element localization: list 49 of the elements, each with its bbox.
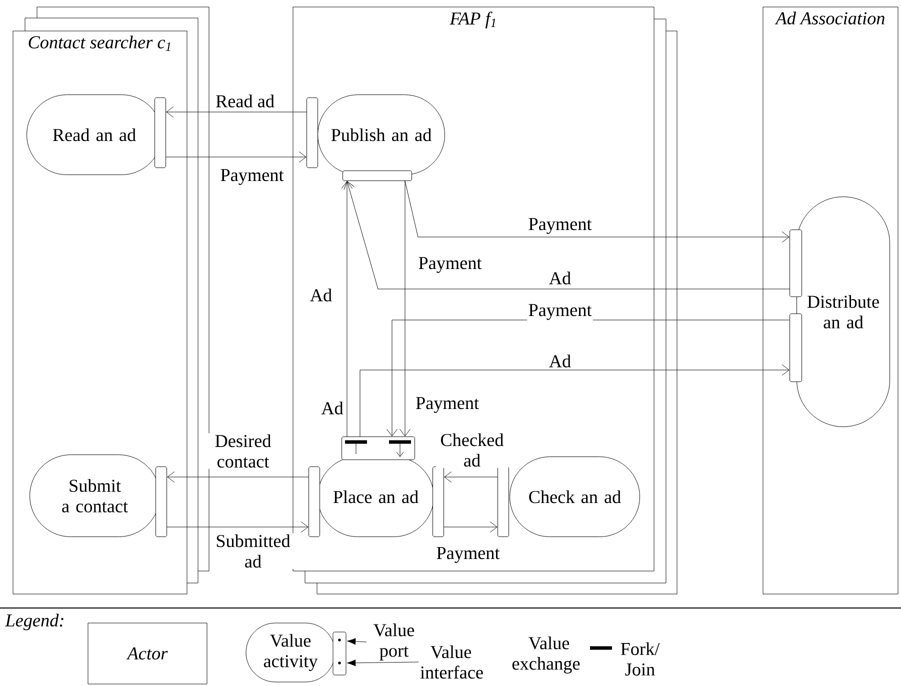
- leader-arrow: [346, 638, 367, 645]
- value-exchange-arrow: [360, 364, 790, 437]
- edge-label: Checked ad: [441, 433, 504, 467]
- edge-label: Payment: [220, 169, 284, 185]
- value-interface: [156, 466, 167, 537]
- value-interface: [306, 98, 318, 168]
- value-exchange-arrow: [400, 180, 411, 436]
- value-interface: [308, 466, 320, 537]
- label: Ad: [321, 402, 344, 414]
- value-exchange-arrow: [166, 152, 306, 163]
- edge-label: Payment: [436, 547, 500, 563]
- label: Value exchange: [512, 636, 580, 674]
- leader-arrow: [346, 660, 419, 666]
- value-exchange-arrow: [167, 472, 309, 483]
- edge-label: Ad: [310, 288, 332, 302]
- value-activity: Publish an ad: [318, 94, 445, 175]
- value-exchange-arrow: [344, 181, 790, 290]
- value-interface: [332, 632, 346, 676]
- value-exchange-arrow: [166, 522, 308, 533]
- value-interface: [432, 466, 444, 537]
- value-interface: [154, 98, 166, 168]
- value-interface: [342, 170, 412, 181]
- label: Payment: [416, 397, 479, 413]
- actor-box: Actor: [88, 622, 208, 684]
- value-interface: [790, 230, 802, 297]
- value-activity: Value activity: [246, 622, 336, 682]
- legend-text: Value port: [374, 624, 414, 660]
- edge-label: Ad: [549, 354, 571, 368]
- edge-label: Payment: [418, 257, 482, 273]
- value-exchange-arrow: [166, 106, 307, 118]
- value-activity: Submit a contact: [30, 454, 160, 537]
- edge-label: Payment: [528, 218, 592, 234]
- value-activity: Check an ad: [510, 456, 640, 537]
- edge-label: Submitted ad: [216, 534, 290, 568]
- edge-label: Read ad: [216, 94, 274, 108]
- value-interface: [790, 314, 802, 382]
- value-exchange-arrow: [444, 522, 498, 533]
- value-activity: Read an ad: [26, 94, 162, 175]
- edge-label: Ad: [549, 272, 571, 284]
- value-exchange-arrow: [342, 181, 353, 437]
- label: Legend:: [5, 614, 64, 630]
- value-interface: [498, 466, 509, 537]
- legend-text: Value interface: [420, 645, 483, 679]
- label: Fork/ Join: [620, 642, 660, 676]
- value-exchange-arrow: [404, 180, 790, 243]
- edge-label: Desired contact: [215, 434, 272, 468]
- value-exchange-arrow: [444, 472, 498, 483]
- edge-label: Payment: [528, 304, 592, 320]
- value-activity: Place an ad: [318, 456, 434, 537]
